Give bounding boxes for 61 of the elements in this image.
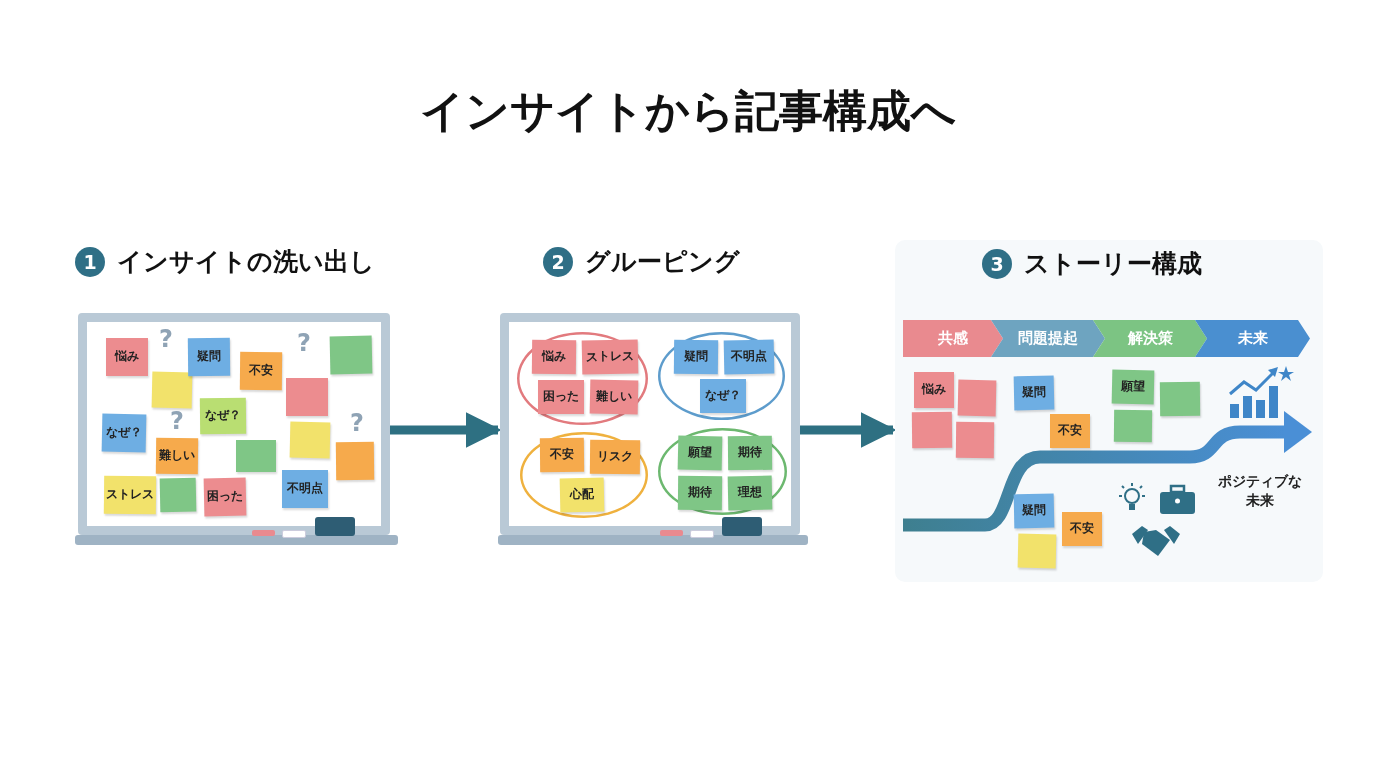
step-number: 2 xyxy=(543,247,573,277)
sticky-note: 期待 xyxy=(677,475,723,511)
caption-text: ポジティブな未来 xyxy=(1217,472,1303,510)
sticky-note: リスク xyxy=(589,439,641,475)
chevron-step: 解決策 xyxy=(1093,320,1207,357)
sticky-note: 疑問 xyxy=(1013,375,1055,411)
step-heading: グルーピング xyxy=(585,247,740,277)
question-mark: ? xyxy=(297,330,311,356)
sticky-note: 難しい xyxy=(155,437,199,475)
sticky-note xyxy=(335,441,375,481)
sticky-note: 心配 xyxy=(559,477,605,513)
sticky-note xyxy=(957,379,997,417)
step-heading: インサイトの洗い出し xyxy=(117,247,375,277)
question-mark: ? xyxy=(159,326,173,352)
sticky-note: 不明点 xyxy=(723,339,775,375)
sticky-note: 悩み xyxy=(106,338,148,376)
sticky-note xyxy=(955,421,995,459)
diagram-title: インサイトから記事構成へ xyxy=(419,84,957,138)
sticky-note: 疑問 xyxy=(1013,493,1055,529)
chevron-step: 未来 xyxy=(1195,320,1310,357)
story-panel xyxy=(895,240,1323,582)
sticky-note xyxy=(236,440,276,472)
sticky-note: 不明点 xyxy=(282,470,328,508)
question-mark: ? xyxy=(350,410,364,436)
sticky-note xyxy=(911,411,953,449)
step-number: 1 xyxy=(75,247,105,277)
sticky-note xyxy=(1017,533,1057,569)
question-mark: ? xyxy=(170,408,184,434)
sticky-note: 理想 xyxy=(727,475,773,511)
sticky-note: 不安 xyxy=(239,351,283,391)
step-heading: ストーリー構成 xyxy=(1024,249,1202,279)
sticky-note xyxy=(286,378,328,416)
sticky-note: 困った xyxy=(538,380,584,414)
sticky-note: 疑問 xyxy=(673,339,719,375)
step-number: 3 xyxy=(982,249,1012,279)
sticky-note: 願望 xyxy=(1111,369,1155,405)
sticky-note: ストレス xyxy=(581,339,639,375)
arrow xyxy=(800,412,897,448)
chevron-step: 問題提起 xyxy=(991,320,1105,357)
sticky-note xyxy=(159,477,197,513)
sticky-note: 期待 xyxy=(727,435,773,471)
arrow xyxy=(390,412,502,448)
sticky-note: 悩み xyxy=(914,372,954,408)
sticky-note: 不安 xyxy=(539,437,585,473)
sticky-note: ストレス xyxy=(103,475,157,515)
sticky-note: 悩み xyxy=(531,339,577,375)
sticky-note: なぜ？ xyxy=(199,397,247,435)
chevron-step: 共感 xyxy=(903,320,1003,357)
sticky-note xyxy=(329,335,373,375)
sticky-note xyxy=(1159,381,1201,417)
sticky-note: 願望 xyxy=(677,435,723,471)
sticky-note xyxy=(1113,409,1153,443)
sticky-note: なぜ？ xyxy=(700,379,746,413)
sticky-note: 難しい xyxy=(589,379,639,415)
sticky-note: 疑問 xyxy=(187,337,231,377)
sticky-note xyxy=(289,421,331,459)
sticky-note: なぜ？ xyxy=(101,413,147,453)
sticky-note: 不安 xyxy=(1062,512,1102,546)
sticky-note xyxy=(151,371,193,409)
sticky-note: 困った xyxy=(203,477,247,517)
sticky-note: 不安 xyxy=(1050,414,1090,448)
